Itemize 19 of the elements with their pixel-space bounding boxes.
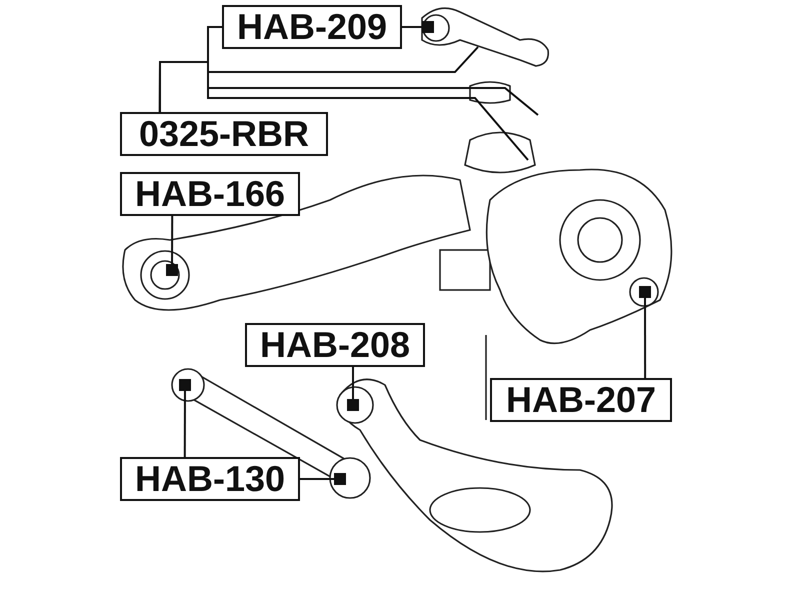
leader-line xyxy=(639,286,651,378)
part-number-box xyxy=(120,112,328,156)
part-number-box xyxy=(245,323,425,367)
part-number: 0325-RBR xyxy=(138,116,310,152)
part-number: HAB-130 xyxy=(134,461,286,497)
part-number: HAB-208 xyxy=(260,327,410,363)
leader-line xyxy=(300,473,346,485)
part-number-box xyxy=(222,5,402,49)
part-number-box xyxy=(120,172,300,216)
part-number: HAB-166 xyxy=(134,176,286,212)
part-number: HAB-209 xyxy=(236,9,388,45)
part-number-box xyxy=(490,378,672,422)
part-number: HAB-207 xyxy=(506,382,656,418)
leader-line xyxy=(158,61,529,161)
leader-line xyxy=(166,216,178,276)
leader-line xyxy=(178,378,192,457)
leader-line xyxy=(347,367,359,411)
leader-line xyxy=(402,21,434,33)
part-number-box xyxy=(120,457,300,501)
